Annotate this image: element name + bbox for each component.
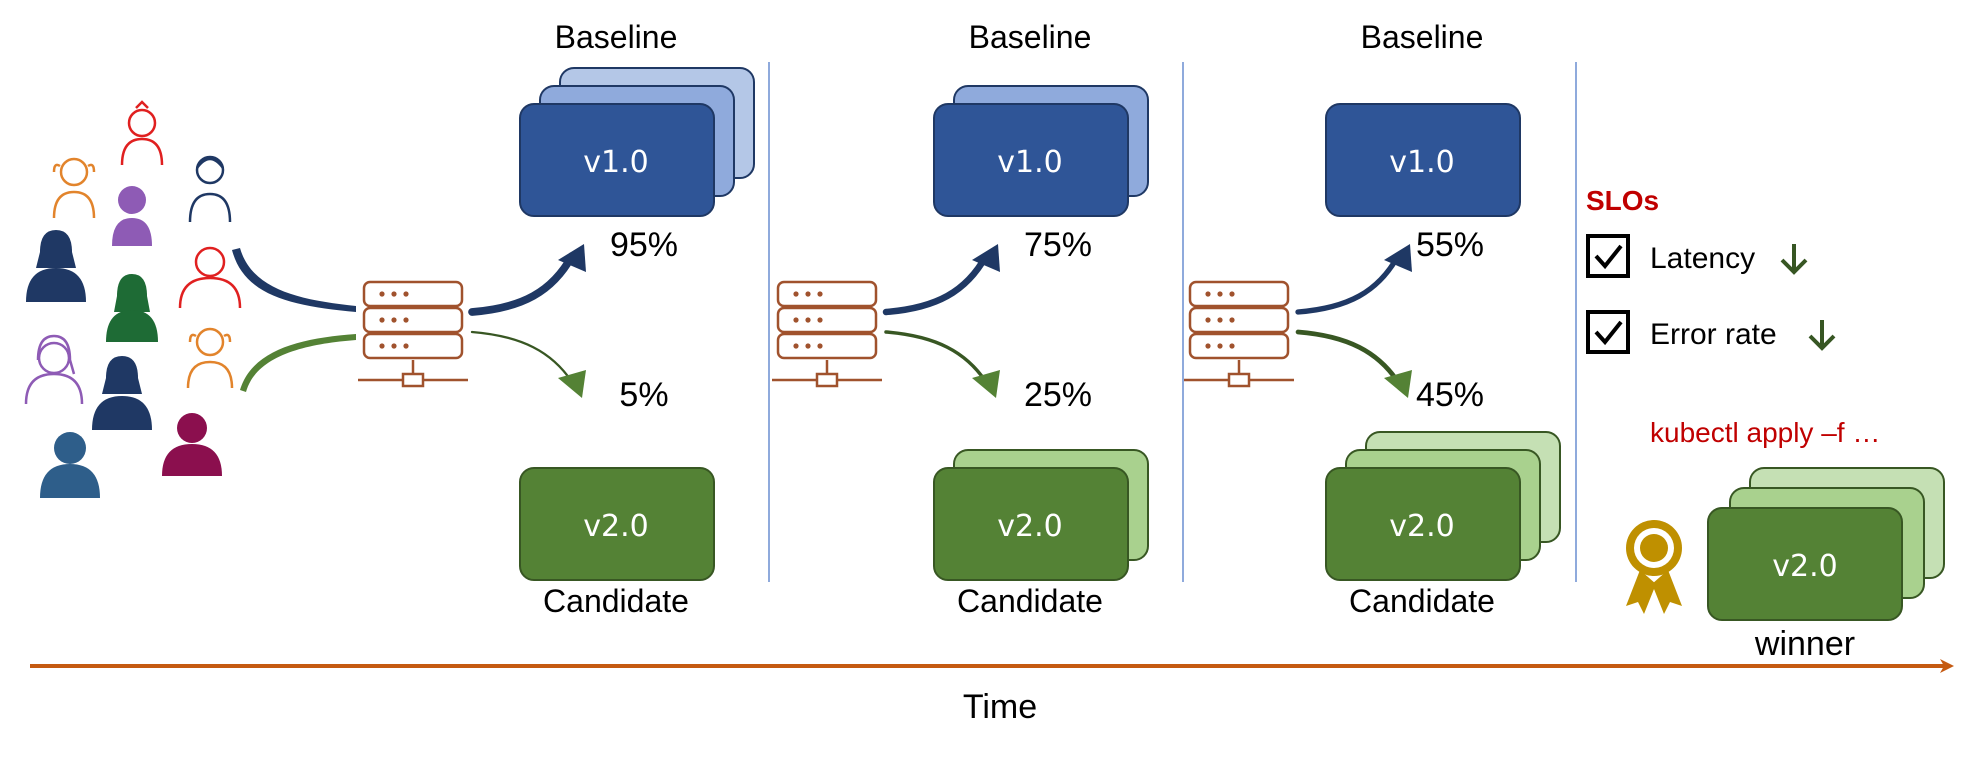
slo-item-label: Latency xyxy=(1650,242,1755,275)
baseline-version: v1.0 xyxy=(583,145,648,180)
user-filled-icon xyxy=(106,274,158,342)
stage-dividers xyxy=(768,62,1577,582)
baseline-version-box xyxy=(519,103,715,217)
check-mark-icon xyxy=(1594,320,1623,346)
baseline-version-box xyxy=(933,103,1129,217)
load-balancer-server-icon xyxy=(1184,280,1294,388)
user-filled-icon xyxy=(112,186,152,246)
kubectl-command: kubectl apply –f … xyxy=(1650,417,1880,448)
candidate-percent: 25% xyxy=(1024,376,1092,414)
slo-item-error-rate: Error rate xyxy=(1586,310,1836,354)
arrowhead xyxy=(558,244,586,272)
slo-panel: SLOs Latency Error rate xyxy=(1586,185,1836,354)
candidate-label: Candidate xyxy=(957,583,1103,619)
checkbox-icon xyxy=(1586,234,1630,278)
slo-title: SLOs xyxy=(1586,185,1659,216)
award-ribbon-icon xyxy=(1626,520,1682,614)
candidate-version-box xyxy=(933,467,1129,581)
baseline-label: Baseline xyxy=(555,19,678,55)
baseline-traffic-arrow xyxy=(882,252,990,316)
time-label: Time xyxy=(963,688,1037,726)
arrowhead xyxy=(558,370,586,398)
baseline-percent: 75% xyxy=(1024,226,1092,264)
down-arrow-icon xyxy=(1780,244,1808,275)
candidate-label: Candidate xyxy=(543,583,689,619)
candidate-version: v2.0 xyxy=(997,509,1062,544)
load-balancer-server-icon xyxy=(772,280,882,388)
arrowhead xyxy=(972,370,1000,398)
arrowhead xyxy=(972,244,1000,272)
user-outline-icon xyxy=(120,100,164,166)
winner-version: v2.0 xyxy=(1772,549,1837,584)
load-balancer-server-icon xyxy=(358,280,468,388)
user-outline-icon xyxy=(186,327,234,389)
baseline-version: v1.0 xyxy=(997,145,1062,180)
down-arrow-icon xyxy=(1808,320,1836,351)
arrowhead xyxy=(1384,244,1412,272)
check-mark-icon xyxy=(1594,244,1623,270)
slo-item-latency: Latency xyxy=(1586,234,1808,278)
candidate-percent: 5% xyxy=(619,376,668,414)
candidate-percent: 45% xyxy=(1416,376,1484,414)
user-outline-icon xyxy=(52,157,96,219)
candidate-traffic-arrow xyxy=(470,330,574,384)
candidate-version-box xyxy=(519,467,715,581)
winner-label: winner xyxy=(1754,625,1855,663)
user-outline-icon xyxy=(24,334,84,405)
user-filled-icon xyxy=(26,230,86,302)
user-filled-icon xyxy=(162,413,222,476)
time-axis: Time xyxy=(30,659,1954,726)
user-group-icon xyxy=(24,100,242,498)
baseline-version-box xyxy=(1325,103,1521,217)
winner-stack: v2.0 winner xyxy=(1707,467,1945,663)
candidate-version-box xyxy=(1325,467,1521,581)
baseline-version: v1.0 xyxy=(1389,145,1454,180)
baseline-label: Baseline xyxy=(1361,19,1484,55)
baseline-percent: 55% xyxy=(1416,226,1484,264)
candidate-traffic-arrow xyxy=(1295,329,1401,385)
user-outline-icon xyxy=(178,246,242,309)
baseline-traffic-arrow xyxy=(468,252,576,316)
candidate-label: Candidate xyxy=(1349,583,1495,619)
arrowhead xyxy=(1384,370,1412,398)
baseline-traffic-arrow xyxy=(1295,253,1401,315)
candidate-version: v2.0 xyxy=(1389,509,1454,544)
candidate-version: v2.0 xyxy=(583,509,648,544)
winner-version-box xyxy=(1707,507,1903,621)
checkbox-icon xyxy=(1586,310,1630,354)
slo-item-label: Error rate xyxy=(1650,318,1777,351)
baseline-percent: 95% xyxy=(610,226,678,264)
baseline-label: Baseline xyxy=(969,19,1092,55)
candidate-traffic-arrow xyxy=(884,330,988,384)
user-filled-icon xyxy=(40,432,100,498)
incoming-traffic-arrows xyxy=(232,248,356,392)
user-filled-icon xyxy=(92,356,152,430)
user-outline-icon xyxy=(188,155,232,223)
